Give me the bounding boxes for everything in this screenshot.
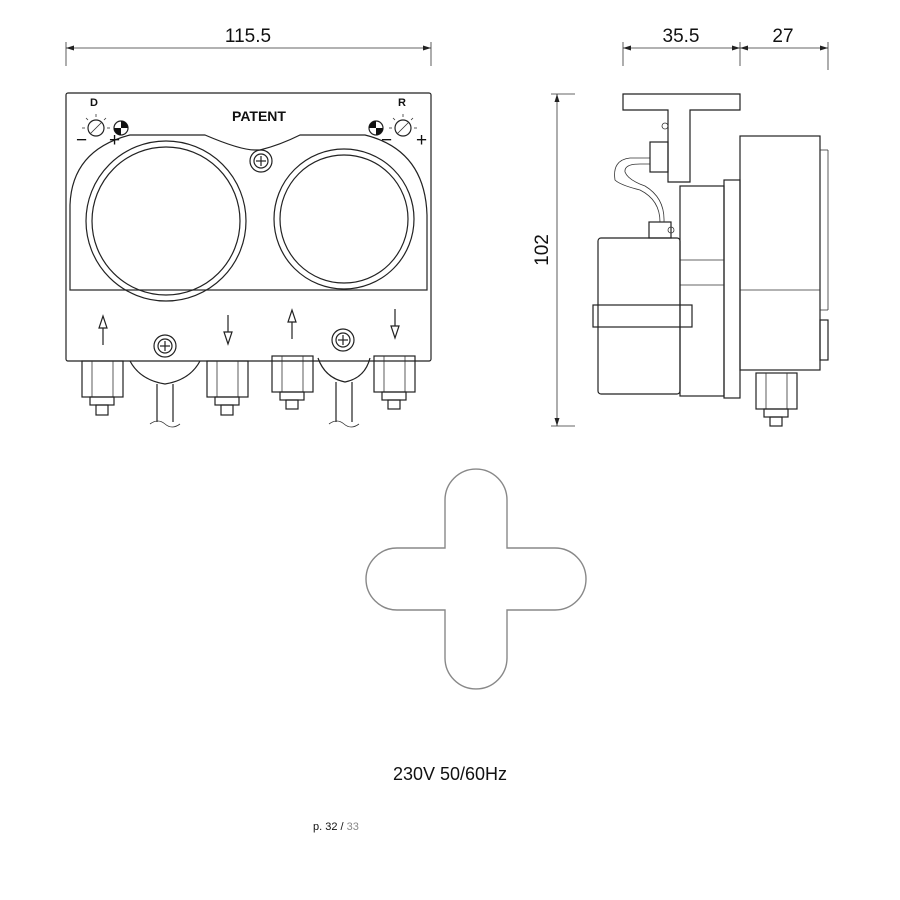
left-pump-label: D [90,97,98,109]
screw-right-icon [331,328,355,352]
dimension-width-front-label: 115.5 [225,26,271,47]
dimension-depth-motor: 35.5 [622,26,741,66]
side-view: 35.5 27 102 [532,26,829,427]
page-separator: / [337,821,347,833]
cross-symbol-icon [365,468,587,690]
screw-left-icon [153,334,177,358]
dimension-height-label: 102 [532,234,553,266]
pump-head-left [85,140,247,302]
right-adjust-knob-icon: − + [381,114,427,151]
right-pump-label: R [398,97,406,109]
right-plus-sign: + [416,130,427,151]
left-balance-icon [113,120,129,136]
left-minus-sign: − [76,130,87,151]
left-plus-sign: + [109,130,120,151]
page-total: 33 [346,821,359,833]
dimension-depth-head-label: 27 [772,26,793,47]
right-balance-icon [368,120,384,136]
dimension-width-front: 115.5 [65,26,432,66]
page-current: p. 32 [313,821,338,833]
dimension-depth-motor-label: 35.5 [663,26,700,47]
hose-fitting [373,355,416,410]
flow-arrow-down-icon [390,309,400,340]
patent-label: PATENT [232,108,286,124]
flow-arrow-up-icon [98,314,108,345]
right-minus-sign: − [381,130,392,151]
flow-arrow-up-icon [287,308,297,339]
dimension-depth-head: 27 [740,26,829,70]
dimension-height: 102 [532,93,575,427]
hose-fitting [81,360,124,416]
page-indicator: p. 32 / 33 [313,821,359,833]
screw-top-icon [249,149,273,173]
front-view: 115.5 D R PATENT − + [65,26,432,428]
left-adjust-knob-icon: − + [76,114,120,151]
voltage-rating: 230V 50/60Hz [392,764,508,784]
pump-head-right [273,148,415,290]
flow-arrow-down-icon [223,315,233,346]
hose-fitting [755,372,798,427]
hose-fitting [206,360,249,416]
hose-fitting [271,355,314,410]
